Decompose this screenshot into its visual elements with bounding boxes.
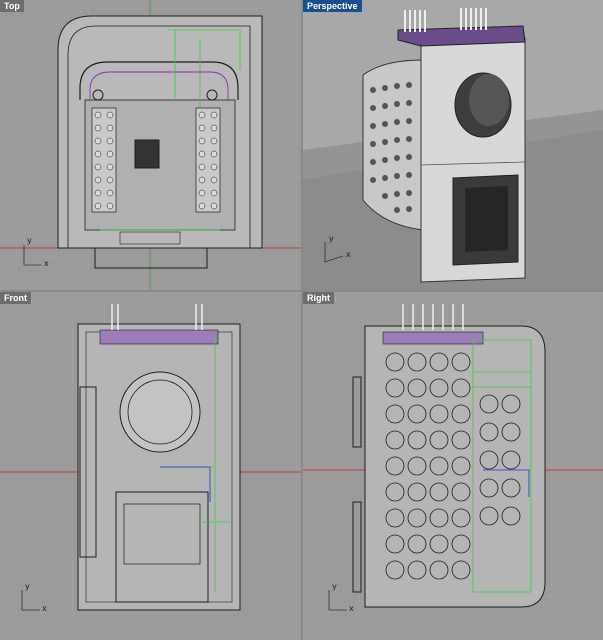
axis-y-label-front: y [25,582,30,591]
viewport-right[interactable]: Right [303,292,603,640]
axis-x-label-persp: x [346,250,351,259]
perspective-view-drawing [303,8,603,290]
viewport-front[interactable]: Front y x [0,292,301,640]
axis-y-label-persp: y [329,234,334,243]
right-view-drawing [303,292,603,640]
viewport-label-right[interactable]: Right [303,292,334,304]
front-view-drawing [0,292,301,640]
viewport-label-perspective[interactable]: Perspective [303,0,362,12]
axis-x-label: x [44,259,49,268]
axis-y-label: y [27,236,32,245]
viewport-perspective[interactable]: Perspective [303,0,603,290]
axis-y-label-right: y [332,582,337,591]
viewport-top[interactable]: Top [0,0,301,290]
viewport-label-top[interactable]: Top [0,0,24,12]
axis-x-label-front: x [42,604,47,613]
viewport-label-front[interactable]: Front [0,292,31,304]
top-view-drawing [0,0,301,290]
axis-x-label-right: x [349,604,354,613]
